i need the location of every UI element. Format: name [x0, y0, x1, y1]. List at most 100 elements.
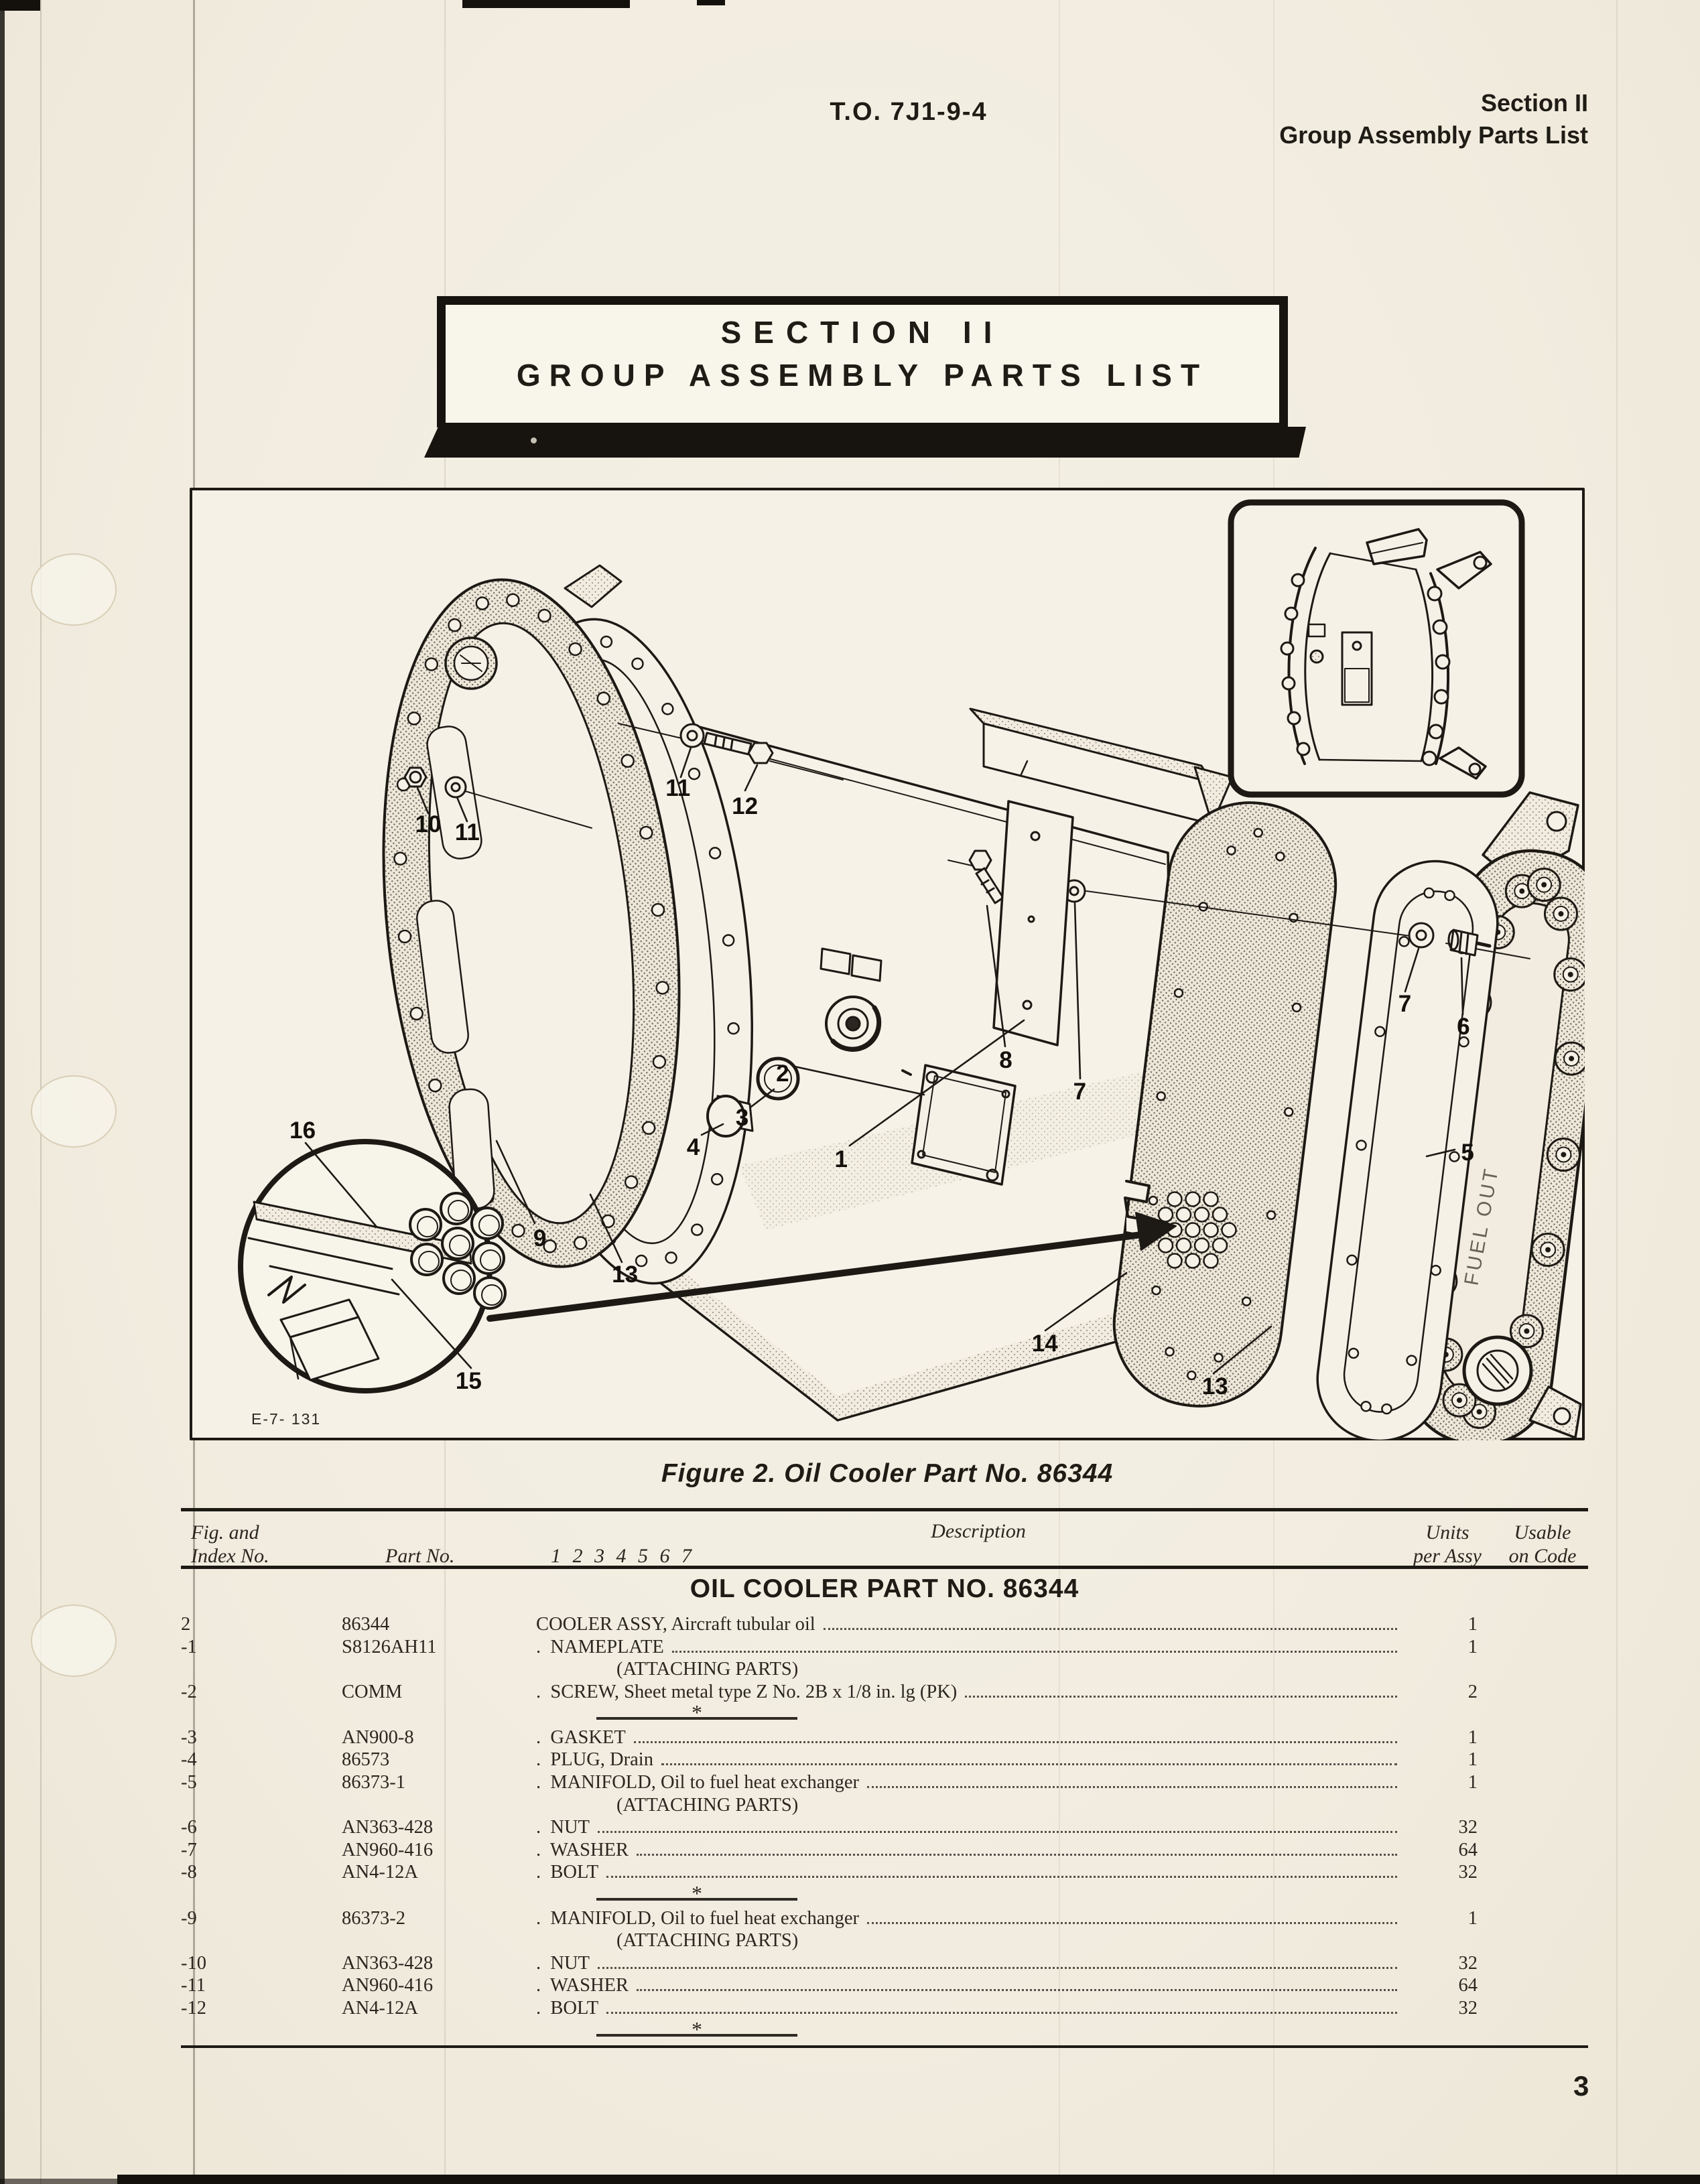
cell-units-per-assy: 1 [1467, 1614, 1478, 1635]
cell-part-no: 86373-2 [342, 1907, 405, 1929]
callout-9: 9 [533, 1225, 547, 1251]
cell-fig-index: -2 [181, 1681, 197, 1702]
callout-7: 7 [1398, 990, 1412, 1017]
parts-table-rows: 2 86344 COOLER ASSY, Aircraft tubular oil 1… [181, 1613, 1588, 2043]
cell-units-per-assy: 64 [1458, 1839, 1478, 1860]
running-header: Section II Group Assembly Parts List [1279, 87, 1588, 151]
dot-leader [633, 1741, 1397, 1743]
col-header-usable: Usable on Code [1508, 1521, 1577, 1567]
description-text: . WASHER [536, 1839, 629, 1860]
cell-fig-index: -12 [181, 1997, 206, 2019]
cell-part-no: AN960-416 [342, 1975, 434, 1996]
dot-leader [606, 2011, 1397, 2014]
detail-arrow [486, 1212, 1177, 1322]
cell-fig-index: -8 [181, 1862, 197, 1883]
separator-line [596, 2033, 797, 2037]
col-header-fig-index: Fig. and Index No. [191, 1521, 269, 1567]
scan-mark [462, 0, 630, 8]
scan-edge-bottom [0, 2179, 117, 2184]
cell-fig-index: -4 [181, 1749, 197, 1771]
exploded-view-drawing: FUEL OUT [190, 488, 1585, 1440]
cell-units-per-assy: 1 [1467, 1907, 1478, 1929]
punch-hole [31, 1605, 117, 1677]
description-text: COOLER ASSY, Aircraft tubular oil [536, 1614, 815, 1635]
bolt-12 [703, 732, 774, 764]
cell-part-no: COMM [342, 1681, 403, 1702]
end-plate-14 [1112, 801, 1337, 1408]
union-fitting [825, 996, 882, 1052]
attaching-parts-separator: * [181, 1881, 1588, 1907]
cell-fig-index: -6 [181, 1817, 197, 1838]
attaching-parts-separator: * [181, 1700, 1588, 1726]
gasket-3 [756, 1056, 800, 1101]
plate-code: E-7- 131 [251, 1410, 321, 1428]
cell-part-no: 86573 [342, 1749, 390, 1771]
dot-leader [597, 1966, 1397, 1969]
cell-fig-index: -11 [181, 1975, 206, 1996]
cell-part-no: AN960-416 [342, 1839, 434, 1860]
cell-part-no: 86344 [342, 1614, 390, 1635]
callout-12: 12 [732, 793, 759, 820]
cell-part-no: AN4-12A [342, 1997, 418, 2019]
punch-hole [31, 1075, 117, 1148]
callout-11: 11 [454, 819, 480, 845]
running-header-section: Section II [1480, 89, 1588, 117]
doc-number: T.O. 7J1-9-4 [830, 98, 988, 126]
description-text: . BOLT [536, 1997, 599, 2019]
tube-block [279, 1298, 380, 1381]
cell-units-per-assy: 2 [1467, 1681, 1478, 1702]
cell-fig-index: -7 [181, 1839, 197, 1860]
cell-fig-index: 2 [181, 1614, 191, 1635]
table-row: -7 AN960-416 . WASHER 64 [181, 1839, 1588, 1862]
col-header-description: Description [931, 1520, 1026, 1542]
washer-11 [444, 776, 467, 799]
cell-description: . MANIFOLD, Oil to fuel heat exchanger [536, 1771, 1404, 1794]
attaching-parts-note: (ATTACHING PARTS) [616, 1659, 799, 1680]
washer-11b [679, 723, 705, 748]
cell-part-no: AN363-428 [342, 1952, 434, 1974]
scan-mark [0, 0, 40, 11]
axis-lines [462, 723, 1530, 959]
dot-leader [637, 1853, 1397, 1856]
dot-leader [823, 1627, 1397, 1630]
cell-units-per-assy: 32 [1458, 1952, 1478, 1974]
cell-fig-index: -1 [181, 1636, 197, 1657]
leader-lines [304, 746, 1464, 1375]
nut-6 [1447, 929, 1492, 957]
col-header-units: Units per Assy [1413, 1521, 1482, 1567]
callout-1: 1 [834, 1146, 848, 1172]
figure-oil-cooler-exploded-view: FUEL OUT [190, 488, 1585, 1440]
callout-13: 13 [1201, 1373, 1228, 1400]
separator-line [596, 1898, 797, 1901]
page-number: 3 [1573, 2070, 1589, 2102]
callout-10: 10 [415, 811, 442, 838]
callout-7: 7 [1073, 1078, 1087, 1105]
cell-description: . WASHER [536, 1974, 1404, 1997]
section-banner-shadow [424, 427, 1306, 458]
dot-leader [661, 1763, 1397, 1766]
clamp-block [820, 947, 882, 982]
callout-13: 13 [612, 1261, 639, 1288]
doubler-plate-1 [992, 800, 1074, 1046]
cell-units-per-assy: 32 [1458, 1817, 1478, 1838]
cell-part-no: AN363-428 [342, 1817, 434, 1838]
description-text: . NAMEPLATE [536, 1636, 664, 1657]
scan-mark [697, 0, 725, 5]
table-rule-bottom [181, 2045, 1588, 2048]
description-text: . WASHER [536, 1975, 629, 1996]
callout-6: 6 [1457, 1013, 1470, 1040]
separator-asterisk: * [692, 2017, 702, 2041]
description-text: . GASKET [536, 1726, 626, 1748]
callout-15: 15 [455, 1367, 482, 1394]
description-text: . BOLT [536, 1862, 599, 1883]
cell-description: . WASHER [536, 1839, 1404, 1862]
callout-11: 11 [665, 775, 691, 802]
callout-4: 4 [686, 1134, 700, 1161]
cell-description: . MANIFOLD, Oil to fuel heat exchanger [536, 1907, 1404, 1930]
cell-description: . NAMEPLATE [536, 1636, 1404, 1659]
